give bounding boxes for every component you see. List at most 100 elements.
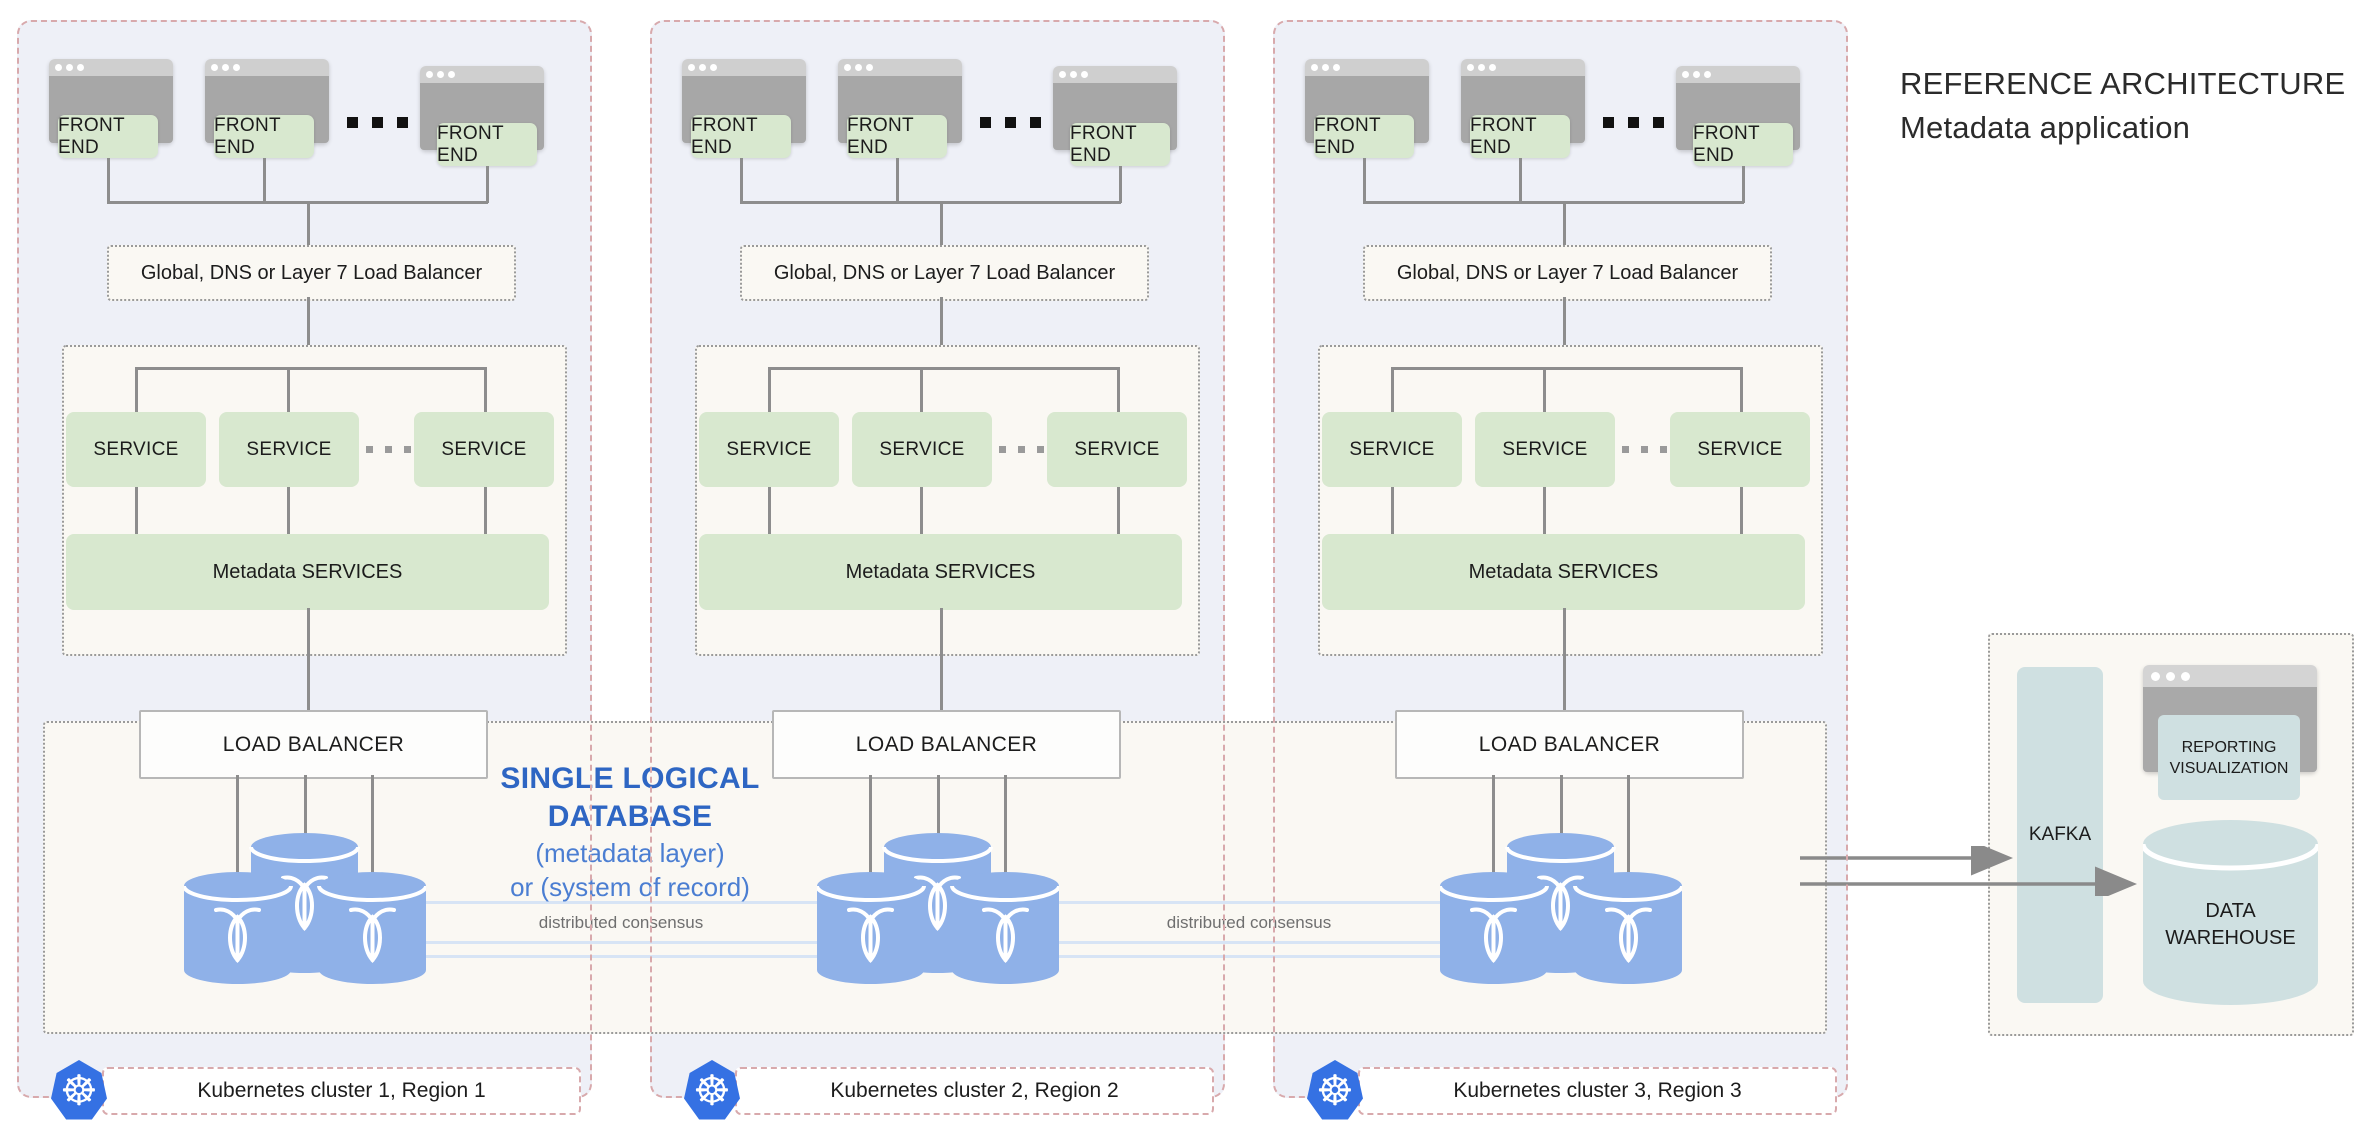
connector-line <box>1560 775 1563 835</box>
metadata-services-node: Metadata SERVICES <box>699 534 1182 610</box>
kubernetes-cluster: FRONT END FRONT END FRONT END Global, DN… <box>17 20 592 1120</box>
warehouse-label-line: WAREHOUSE <box>2165 927 2296 949</box>
connector-line <box>371 775 374 875</box>
warehouse-cylinder-icon <box>2140 820 2321 1005</box>
service-node: SERVICE <box>852 412 992 487</box>
cockroachdb-icon <box>982 907 1029 963</box>
service-node: SERVICE <box>1322 412 1462 487</box>
cockroachdb-icon <box>214 907 261 963</box>
cockroachdb-icon <box>1605 907 1652 963</box>
front-end-node: FRONT END <box>1470 115 1570 158</box>
callout-line: or (system of record) <box>510 872 750 902</box>
kubernetes-cluster: FRONT END FRONT END FRONT END Global, DN… <box>650 20 1225 1120</box>
global-load-balancer-node: Global, DNS or Layer 7 Load Balancer <box>107 245 516 301</box>
window-dot-icon <box>1070 71 1077 78</box>
browser-titlebar <box>420 66 544 83</box>
connector-line <box>484 487 487 534</box>
window-dot-icon <box>2166 671 2175 681</box>
connector-line <box>107 201 488 204</box>
cluster-name: Kubernetes cluster 1, Region 1 <box>197 1079 486 1102</box>
service-label: SERVICE <box>1349 438 1435 460</box>
global-load-balancer-label: Global, DNS or Layer 7 Load Balancer <box>773 261 1116 284</box>
front-end-label: FRONT END <box>1314 114 1381 158</box>
title-line-2: Metadata application <box>1900 110 2191 145</box>
warehouse-label-line: DATA <box>2205 900 2256 922</box>
service-label: SERVICE <box>726 438 812 460</box>
cockroachdb-icon <box>847 907 894 963</box>
pipeline-arrows <box>1800 846 2137 896</box>
connector-line <box>1363 201 1744 204</box>
window-dot-icon <box>699 64 706 71</box>
window-dot-icon <box>710 64 717 71</box>
service-label: SERVICE <box>246 438 332 460</box>
connector-line <box>1117 367 1120 412</box>
connector-line <box>1740 367 1743 412</box>
cluster-footer-label: Kubernetes cluster 3, Region 3 <box>1358 1067 1837 1115</box>
load-balancer-node: LOAD BALANCER <box>772 710 1121 779</box>
front-end-label: FRONT END <box>1070 122 1137 166</box>
connector-line <box>1543 367 1546 412</box>
front-end-node: FRONT END <box>847 115 947 158</box>
cockroachdb-node-trio <box>817 833 1059 984</box>
front-end-label: FRONT END <box>1693 122 1760 166</box>
connector-line <box>920 367 923 412</box>
connector-line <box>287 367 290 412</box>
cockroachdb-icon <box>914 875 961 931</box>
service-node: SERVICE <box>66 412 206 487</box>
front-end-node: FRONT END <box>1070 123 1170 166</box>
connector-line <box>1543 487 1546 534</box>
connector-line <box>1492 775 1495 875</box>
cockroachdb-node-trio <box>1440 833 1682 984</box>
front-end-label: FRONT END <box>58 114 125 158</box>
global-load-balancer-node: Global, DNS or Layer 7 Load Balancer <box>1363 245 1772 301</box>
window-dot-icon <box>2151 671 2160 681</box>
connector-line <box>768 367 1119 370</box>
ellipsis-icon <box>1622 446 1667 453</box>
global-load-balancer-node: Global, DNS or Layer 7 Load Balancer <box>740 245 1149 301</box>
front-end-label: FRONT END <box>847 114 914 158</box>
connector-line <box>1391 367 1742 370</box>
window-dot-icon <box>77 64 84 71</box>
cockroachdb-node-trio <box>184 833 426 984</box>
connector-line <box>1742 166 1745 203</box>
window-dot-icon <box>2181 671 2190 681</box>
window-dot-icon <box>1478 64 1485 71</box>
service-label: SERVICE <box>1697 438 1783 460</box>
front-end-node: FRONT END <box>437 123 537 166</box>
window-dot-icon <box>855 64 862 71</box>
browser-titlebar <box>1053 66 1177 83</box>
connector-line <box>1740 487 1743 534</box>
window-dot-icon <box>1333 64 1340 71</box>
connector-line <box>768 487 771 534</box>
browser-titlebar <box>838 59 962 76</box>
connector-line <box>307 297 310 365</box>
ellipsis-icon <box>366 446 411 453</box>
global-load-balancer-label: Global, DNS or Layer 7 Load Balancer <box>140 261 483 284</box>
connector-line <box>1117 487 1120 534</box>
front-end-node: FRONT END <box>214 115 314 158</box>
reporting-label-line: VISUALIZATION <box>2169 759 2289 777</box>
connector-line <box>484 367 487 412</box>
database-cylinder-icon <box>1440 872 1549 984</box>
cockroachdb-icon <box>1470 907 1517 963</box>
distributed-consensus-label: distributed consensus <box>1166 913 1332 932</box>
window-dot-icon <box>844 64 851 71</box>
ellipsis-icon <box>980 117 1041 128</box>
title-line-1: REFERENCE ARCHITECTURE <box>1900 66 2346 101</box>
window-dot-icon <box>55 64 62 71</box>
services-panel: SERVICE SERVICE SERVICE Metadata SERVICE… <box>1318 345 1823 656</box>
connector-line <box>768 367 771 412</box>
connector-line <box>940 608 943 711</box>
kafka-node: KAFKA <box>2017 667 2103 1003</box>
connector-line <box>1563 297 1566 365</box>
kafka-label: KAFKA <box>2028 824 2092 845</box>
front-end-label: FRONT END <box>691 114 758 158</box>
service-label: SERVICE <box>1074 438 1160 460</box>
load-balancer-label: LOAD BALANCER <box>222 732 405 756</box>
connector-line <box>135 367 486 370</box>
window-dot-icon <box>1682 71 1689 78</box>
connector-line <box>263 158 266 203</box>
service-label: SERVICE <box>879 438 965 460</box>
connector-line <box>1627 775 1630 875</box>
